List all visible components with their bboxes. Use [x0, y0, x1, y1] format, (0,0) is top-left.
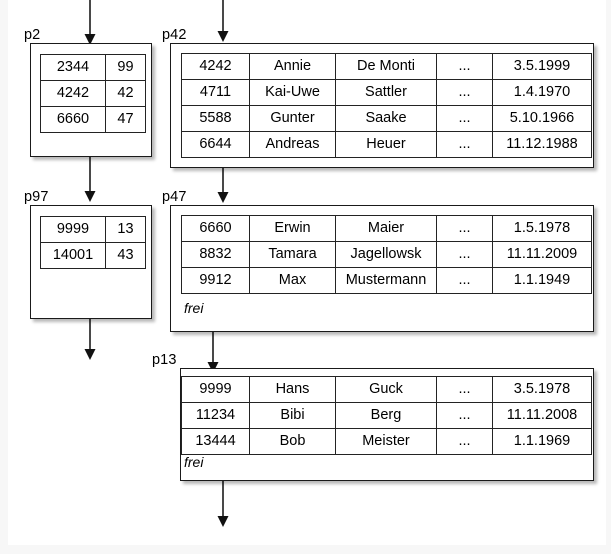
row-date: 11.11.2009 — [492, 241, 592, 268]
table-row: 6660 47 — [40, 106, 146, 133]
row-last: Mustermann — [335, 267, 437, 294]
index-table-p2: 2344 99 4242 42 6660 47 — [40, 54, 146, 133]
index-pointer: 99 — [105, 54, 146, 81]
row-date: 1.5.1978 — [492, 215, 592, 242]
index-pointer: 47 — [105, 106, 146, 133]
table-row: 5588 Gunter Saake ... 5.10.1966 — [181, 105, 592, 132]
data-table-p13: 9999 Hans Guck ... 3.5.1978 11234 Bibi B… — [181, 376, 592, 455]
row-last: Saake — [335, 105, 437, 132]
row-first: Erwin — [249, 215, 336, 242]
page-block-p13: 9999 Hans Guck ... 3.5.1978 11234 Bibi B… — [180, 368, 594, 481]
data-table-p42: 4242 Annie De Monti ... 3.5.1999 4711 Ka… — [181, 53, 592, 158]
page-label-p42: p42 — [162, 27, 187, 43]
page-block-p2: 2344 99 4242 42 6660 47 — [30, 43, 152, 157]
table-row: 11234 Bibi Berg ... 11.11.2008 — [181, 402, 592, 429]
row-id: 9999 — [181, 376, 250, 403]
row-first: Kai-Uwe — [249, 79, 336, 106]
index-pointer: 42 — [105, 80, 146, 107]
table-row: 4242 Annie De Monti ... 3.5.1999 — [181, 53, 592, 80]
table-row: 13444 Bob Meister ... 1.1.1969 — [181, 428, 592, 455]
arrow-into-p42 — [217, 0, 229, 42]
row-date: 11.12.1988 — [492, 131, 592, 158]
page-block-p42: 4242 Annie De Monti ... 3.5.1999 4711 Ka… — [170, 43, 594, 168]
row-last: Guck — [335, 376, 437, 403]
row-id: 9912 — [181, 267, 250, 294]
row-more: ... — [436, 241, 493, 268]
table-row: 14001 43 — [40, 242, 146, 269]
page-label-p97: p97 — [24, 189, 49, 205]
row-date: 5.10.1966 — [492, 105, 592, 132]
row-more: ... — [436, 267, 493, 294]
row-first: Max — [249, 267, 336, 294]
row-id: 6644 — [181, 131, 250, 158]
row-more: ... — [436, 215, 493, 242]
free-space-label-p47: frei — [184, 300, 204, 316]
row-first: Hans — [249, 376, 336, 403]
row-date: 1.1.1949 — [492, 267, 592, 294]
index-pointer: 43 — [105, 242, 146, 269]
row-id: 4711 — [181, 79, 250, 106]
arrow-into-p2 — [84, 0, 96, 45]
row-first: Bibi — [249, 402, 336, 429]
row-id: 4242 — [181, 53, 250, 80]
row-last: Sattler — [335, 79, 437, 106]
table-row: 9912 Max Mustermann ... 1.1.1949 — [181, 267, 592, 294]
row-last: Meister — [335, 428, 437, 455]
row-more: ... — [436, 105, 493, 132]
free-space-label-p13: frei — [184, 454, 204, 470]
row-id: 13444 — [181, 428, 250, 455]
table-row: 6644 Andreas Heuer ... 11.12.1988 — [181, 131, 592, 158]
row-last: Maier — [335, 215, 437, 242]
page-block-p97: 9999 13 14001 43 — [30, 205, 152, 319]
index-key: 4242 — [40, 80, 106, 107]
index-table-p97: 9999 13 14001 43 — [40, 216, 146, 269]
row-last: Heuer — [335, 131, 437, 158]
index-key: 14001 — [40, 242, 106, 269]
row-first: Annie — [249, 53, 336, 80]
row-first: Tamara — [249, 241, 336, 268]
row-id: 6660 — [181, 215, 250, 242]
table-row: 4711 Kai-Uwe Sattler ... 1.4.1970 — [181, 79, 592, 106]
table-row: 9999 13 — [40, 216, 146, 243]
row-date: 3.5.1999 — [492, 53, 592, 80]
row-first: Bob — [249, 428, 336, 455]
table-row: 4242 42 — [40, 80, 146, 107]
row-date: 11.11.2008 — [492, 402, 592, 429]
row-id: 5588 — [181, 105, 250, 132]
row-first: Andreas — [249, 131, 336, 158]
table-row: 6660 Erwin Maier ... 1.5.1978 — [181, 215, 592, 242]
row-date: 1.1.1969 — [492, 428, 592, 455]
page-label-p13: p13 — [152, 352, 177, 368]
row-last: Jagellowsk — [335, 241, 437, 268]
row-more: ... — [436, 131, 493, 158]
row-date: 3.5.1978 — [492, 376, 592, 403]
index-key: 9999 — [40, 216, 106, 243]
page-label-p2: p2 — [24, 27, 41, 43]
row-more: ... — [436, 402, 493, 429]
row-date: 1.4.1970 — [492, 79, 592, 106]
row-more: ... — [436, 428, 493, 455]
row-more: ... — [436, 376, 493, 403]
page-label-p47: p47 — [162, 189, 187, 205]
row-id: 11234 — [181, 402, 250, 429]
row-id: 8832 — [181, 241, 250, 268]
arrow-p97-out — [84, 318, 96, 360]
table-row: 9999 Hans Guck ... 3.5.1978 — [181, 376, 592, 403]
row-last: De Monti — [335, 53, 437, 80]
arrow-p2-to-p97 — [84, 155, 96, 202]
table-row: 8832 Tamara Jagellowsk ... 11.11.2009 — [181, 241, 592, 268]
arrow-p13-out — [217, 478, 229, 527]
row-more: ... — [436, 53, 493, 80]
data-table-p47: 6660 Erwin Maier ... 1.5.1978 8832 Tamar… — [181, 215, 592, 294]
table-row: 2344 99 — [40, 54, 146, 81]
index-pointer: 13 — [105, 216, 146, 243]
row-last: Berg — [335, 402, 437, 429]
index-key: 6660 — [40, 106, 106, 133]
arrow-p47-to-p13 — [207, 330, 219, 373]
row-first: Gunter — [249, 105, 336, 132]
row-more: ... — [436, 79, 493, 106]
index-key: 2344 — [40, 54, 106, 81]
page-block-p47: 6660 Erwin Maier ... 1.5.1978 8832 Tamar… — [170, 205, 594, 332]
